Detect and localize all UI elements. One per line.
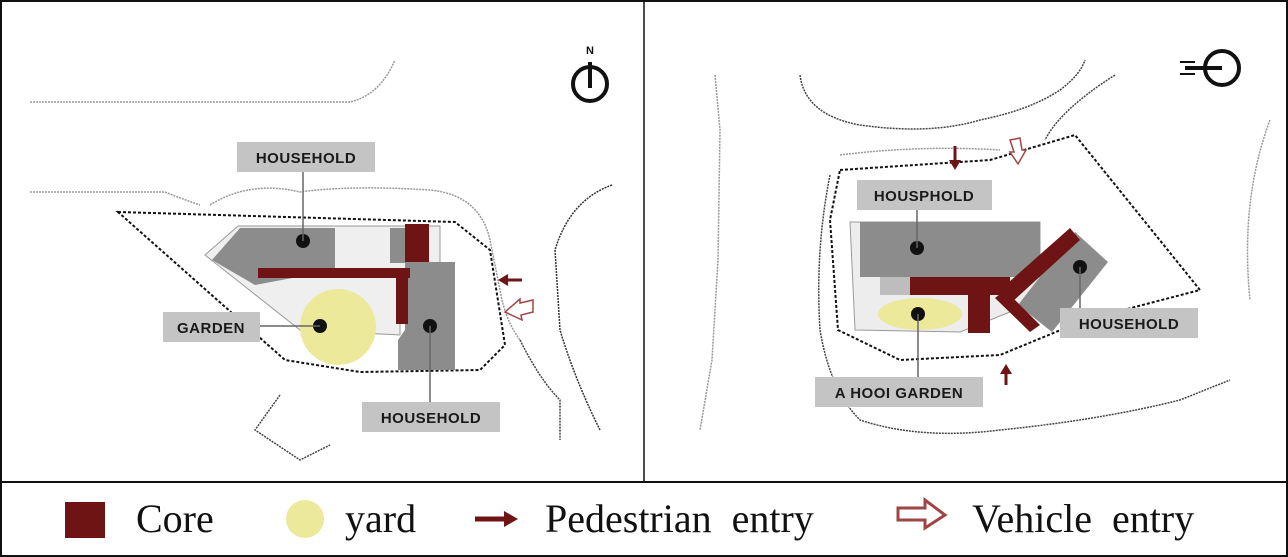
label-household-top: HOUSEHOLD bbox=[256, 150, 356, 167]
north-arrow-icon: N bbox=[571, 45, 609, 103]
label-box bbox=[1060, 308, 1198, 338]
vehicle-arrow bbox=[1008, 137, 1028, 166]
label-box bbox=[237, 142, 375, 172]
core-block bbox=[405, 224, 429, 262]
legend: Core yard Pedestrian entry Vehicle entry bbox=[65, 496, 1194, 541]
legend-yard-swatch bbox=[286, 500, 324, 538]
label-box bbox=[163, 312, 260, 342]
legend-vehicle-arrow-icon bbox=[896, 497, 948, 531]
household-building bbox=[880, 277, 910, 295]
household-building bbox=[1018, 232, 1108, 332]
left-site-plan: HOUSEHOLD GARDEN HOUSEHOLD N bbox=[30, 45, 613, 461]
core-corridor bbox=[396, 268, 408, 324]
label-box bbox=[857, 180, 992, 210]
road-line bbox=[519, 339, 561, 440]
legend-vehicle-label: Vehicle entry bbox=[972, 496, 1194, 541]
core-corridor bbox=[1000, 228, 1080, 302]
right-site-plan: HOUSPHOLD HOUSEHOLD A HOOI GARDEN bbox=[699, 49, 1271, 435]
label-box bbox=[815, 377, 983, 407]
label-box bbox=[362, 402, 500, 432]
road-line bbox=[1044, 74, 1116, 141]
pedestrian-arrow bbox=[1000, 364, 1012, 385]
label-household-top: HOUSPHOLD bbox=[874, 188, 974, 205]
core-corridor bbox=[258, 268, 410, 278]
label-household-right: HOUSEHOLD bbox=[1079, 316, 1179, 333]
road-line bbox=[839, 147, 1001, 156]
legend-core-swatch bbox=[65, 502, 105, 538]
road-line bbox=[253, 394, 331, 461]
road-line bbox=[30, 191, 201, 206]
road-line bbox=[799, 59, 1086, 130]
yard-circle bbox=[300, 289, 376, 365]
household-building bbox=[398, 262, 455, 370]
legend-pedestrian-label: Pedestrian entry bbox=[545, 496, 814, 541]
legend-pedestrian-arrow-icon bbox=[475, 511, 518, 527]
label-garden: GARDEN bbox=[177, 320, 245, 337]
pedestrian-arrow bbox=[949, 146, 961, 170]
road-line bbox=[30, 59, 396, 103]
road-line bbox=[209, 187, 521, 341]
household-building bbox=[390, 228, 405, 263]
road-line bbox=[1246, 119, 1271, 301]
legend-yard-label: yard bbox=[345, 496, 416, 541]
core-corridor bbox=[995, 290, 1040, 332]
label-household-bottom: HOUSEHOLD bbox=[381, 410, 481, 427]
household-building bbox=[860, 222, 1040, 277]
north-letter: N bbox=[586, 45, 594, 57]
legend-core-label: Core bbox=[136, 496, 214, 541]
pedestrian-arrow bbox=[498, 274, 522, 286]
site-boundary bbox=[828, 133, 1202, 362]
vehicle-arrow bbox=[503, 297, 534, 322]
north-arrow-icon bbox=[1180, 49, 1241, 87]
site-boundary bbox=[115, 210, 507, 374]
road-line bbox=[818, 174, 1231, 435]
road-line bbox=[699, 74, 721, 431]
core-corridor bbox=[910, 277, 1010, 295]
label-garden: A HOOI GARDEN bbox=[835, 385, 963, 402]
road-line bbox=[554, 184, 613, 431]
core-corridor bbox=[968, 285, 990, 333]
